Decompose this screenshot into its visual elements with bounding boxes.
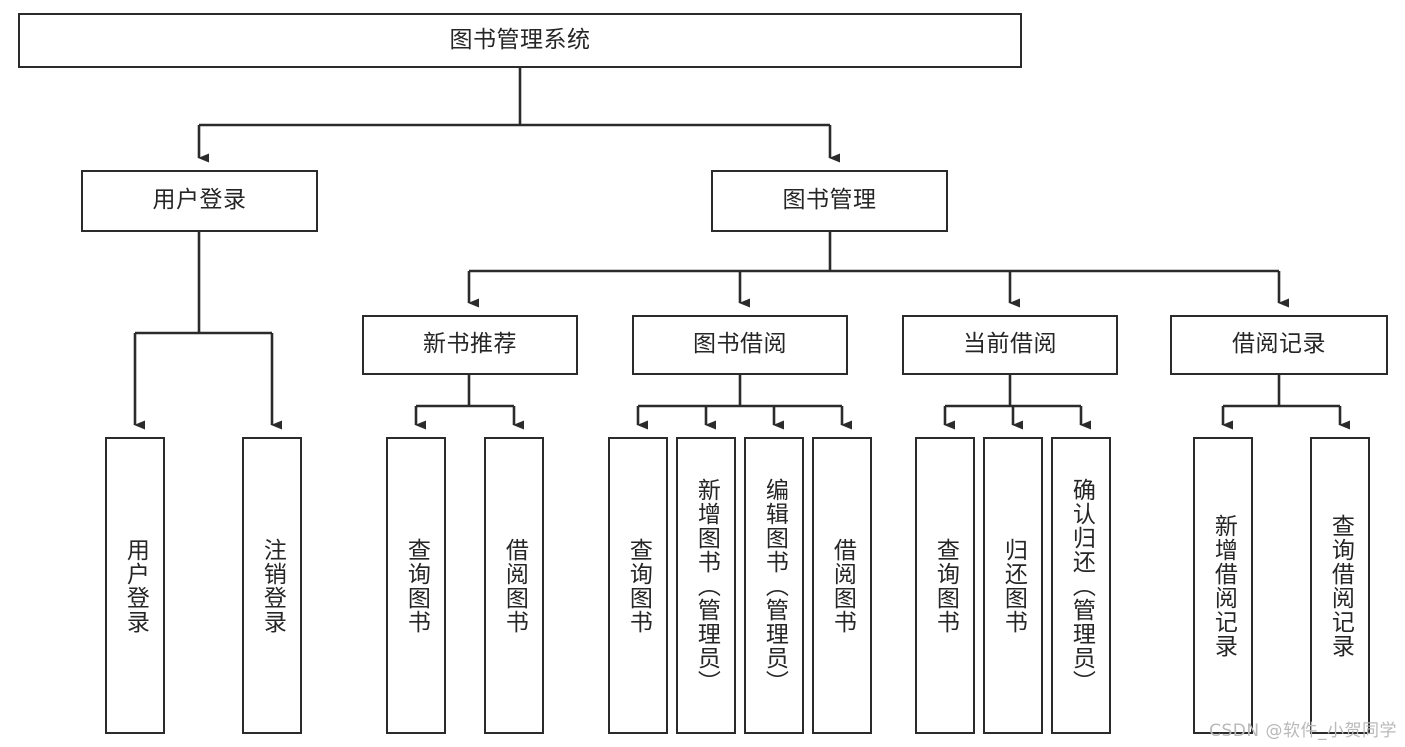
- leaf-add-record[interactable]: 新增借阅记录: [1193, 437, 1253, 734]
- edges-currentborrow-to-leaves: [943, 375, 1091, 430]
- leaf-add-book[interactable]: 新增图书（管理员）: [676, 437, 736, 734]
- leaf-confirm-return-label: 确认归还（管理员）: [1068, 477, 1095, 694]
- leaf-user-login-label: 用户登录: [122, 537, 149, 634]
- leaf-query-record-label: 查询借阅记录: [1327, 513, 1354, 658]
- leaf-query-book-2-label: 查询图书: [625, 537, 652, 634]
- edges-borrowrecord-to-leaves: [1221, 375, 1350, 430]
- edges-newbook-to-leaves: [414, 375, 524, 430]
- node-book-management-label: 图书管理: [782, 187, 877, 214]
- leaf-query-book-3-label: 查询图书: [932, 537, 959, 634]
- node-book-borrow[interactable]: 图书借阅: [632, 315, 848, 375]
- node-root-label: 图书管理系统: [449, 26, 591, 53]
- node-book-borrow-label: 图书借阅: [693, 331, 787, 358]
- leaf-return-book-label: 归还图书: [1000, 537, 1027, 634]
- leaf-query-book-3[interactable]: 查询图书: [915, 437, 975, 734]
- node-root[interactable]: 图书管理系统: [18, 13, 1022, 68]
- leaf-add-record-label: 新增借阅记录: [1210, 513, 1237, 658]
- leaf-edit-book[interactable]: 编辑图书（管理员）: [744, 437, 804, 734]
- leaf-borrow-book-2[interactable]: 借阅图书: [812, 437, 872, 734]
- node-new-book-recommend[interactable]: 新书推荐: [362, 315, 578, 375]
- node-user-login-label: 用户登录: [152, 187, 247, 214]
- edges-root-to-level2: [197, 68, 840, 163]
- node-book-management[interactable]: 图书管理: [711, 170, 948, 232]
- leaf-borrow-book-1[interactable]: 借阅图书: [484, 437, 544, 734]
- node-borrow-record-label: 借阅记录: [1232, 331, 1326, 358]
- node-current-borrow-label: 当前借阅: [963, 331, 1057, 358]
- leaf-edit-book-label: 编辑图书（管理员）: [761, 477, 788, 694]
- leaf-return-book[interactable]: 归还图书: [983, 437, 1043, 734]
- leaf-borrow-book-2-label: 借阅图书: [829, 537, 856, 634]
- leaf-query-record[interactable]: 查询借阅记录: [1310, 437, 1370, 734]
- leaf-logout-login-label: 注销登录: [259, 537, 286, 634]
- leaf-user-login[interactable]: 用户登录: [105, 437, 165, 734]
- leaf-logout-login[interactable]: 注销登录: [242, 437, 302, 734]
- node-borrow-record[interactable]: 借阅记录: [1170, 315, 1388, 375]
- edges-userlogin-to-leaves: [133, 232, 282, 430]
- leaf-query-book-1[interactable]: 查询图书: [386, 437, 446, 734]
- leaf-confirm-return[interactable]: 确认归还（管理员）: [1051, 437, 1111, 734]
- node-user-login[interactable]: 用户登录: [81, 170, 318, 232]
- leaf-borrow-book-1-label: 借阅图书: [501, 537, 528, 634]
- leaf-query-book-1-label: 查询图书: [403, 537, 430, 634]
- edges-bookmgmt-to-level3: [467, 232, 1289, 308]
- node-new-book-recommend-label: 新书推荐: [423, 331, 517, 358]
- leaf-query-book-2[interactable]: 查询图书: [608, 437, 668, 734]
- node-current-borrow[interactable]: 当前借阅: [902, 315, 1118, 375]
- edges-bookborrow-to-leaves: [636, 375, 852, 430]
- leaf-add-book-label: 新增图书（管理员）: [693, 477, 720, 694]
